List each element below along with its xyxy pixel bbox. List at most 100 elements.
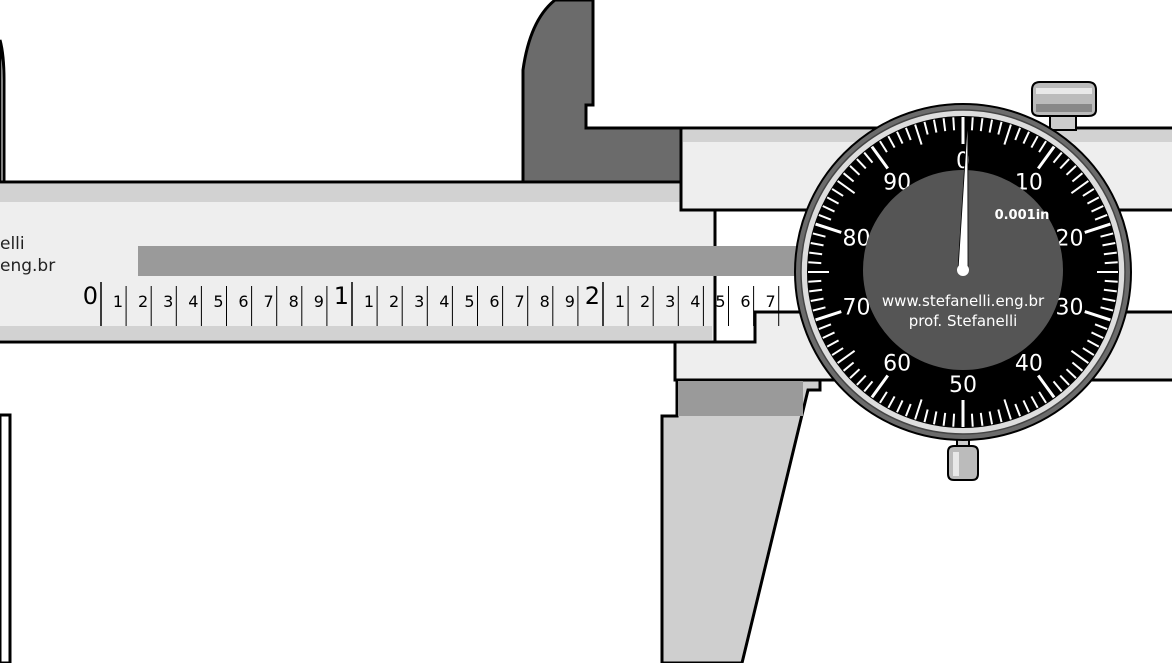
fixed-jaw-lower-edge (0, 413, 12, 663)
dial-tick (970, 117, 974, 131)
dial-tick (1102, 297, 1116, 303)
dial-tick (932, 119, 938, 133)
dial-tick (1022, 400, 1030, 413)
dial-tick (1082, 188, 1095, 197)
dial-tick (808, 279, 822, 283)
dial-tick (870, 374, 889, 399)
dial-tick (810, 241, 824, 247)
dial-tick (809, 251, 823, 256)
slider-lower-jaw-shade (678, 381, 803, 416)
dial-tick (812, 232, 826, 238)
dial-tick (1103, 288, 1117, 293)
dial-tick (1082, 347, 1095, 356)
dial-number: 30 (1056, 296, 1084, 321)
ruler-minor-label: 5 (464, 292, 474, 311)
dial-tick (842, 361, 855, 372)
dial-tick (1014, 403, 1021, 417)
dial-tick (1070, 180, 1089, 195)
beam-bottom-shade (0, 326, 712, 340)
dial-tick (837, 180, 856, 195)
dial-author-label: prof. Stefanelli (909, 312, 1018, 330)
dial-tick (923, 121, 929, 135)
dial-tick (1071, 361, 1084, 372)
dial-tick (1038, 391, 1047, 404)
dial-tick (988, 411, 994, 425)
ruler-minor-label: 5 (213, 292, 223, 311)
dial-tick (1086, 196, 1100, 205)
dial-tick (1091, 331, 1104, 339)
dial-tick (896, 131, 904, 144)
ruler-minor-label: 1 (113, 292, 123, 311)
dial-tick (952, 117, 956, 131)
dial-tick (887, 135, 896, 149)
dial-tick (942, 412, 947, 426)
ruler-major-label: 2 (585, 282, 600, 310)
dial-tick (815, 222, 842, 234)
dial-tick (1086, 339, 1100, 348)
dial-tick (988, 119, 994, 133)
beam-watermark-line1: elli (0, 234, 25, 254)
dial-tick (856, 374, 867, 386)
dial-tick (1030, 135, 1039, 149)
dial-tick (856, 158, 867, 170)
dial-tick (818, 214, 832, 221)
dial-tick (870, 145, 889, 170)
ruler-minor-label: 7 (515, 292, 525, 311)
dial-tick-marks (808, 117, 1118, 427)
depth-rod-groove (138, 246, 818, 276)
dial-tick (1037, 145, 1056, 170)
slider-upper-jaw (521, 0, 687, 184)
dial-tick (849, 368, 861, 379)
ruler-minor-label: 4 (439, 292, 449, 311)
dial-tick (1094, 323, 1108, 330)
ruler-minor-label: 2 (640, 292, 650, 311)
beam-watermark-line2: eng.br (0, 256, 55, 276)
dial-tick (1104, 279, 1118, 283)
dial-tick (1100, 232, 1114, 238)
dial-tick (1100, 306, 1114, 312)
ruler-minor-label: 4 (690, 292, 700, 311)
dial-tick (863, 151, 874, 164)
dial-tick (1102, 241, 1116, 247)
ruler-major-label: 0 (83, 282, 98, 310)
thumb-screw-icon[interactable] (1031, 81, 1097, 131)
dial-tick (914, 124, 923, 145)
dial-tick (896, 400, 904, 413)
dial-tick (1094, 214, 1108, 221)
dial-tick (997, 409, 1003, 423)
dial-tick (879, 391, 888, 404)
dial-tick (1104, 261, 1118, 265)
dial-resolution-label: 0.001in (995, 208, 1050, 223)
ruler-minor-label: 7 (264, 292, 274, 311)
ruler-minor-label: 3 (665, 292, 675, 311)
ruler-minor-label: 6 (740, 292, 750, 311)
dial-tick (1037, 374, 1056, 399)
dial-tick (887, 395, 896, 409)
dial-tick (970, 413, 974, 427)
dial-tick (979, 412, 984, 426)
dial-tick (826, 196, 840, 205)
ruler-minor-label: 3 (163, 292, 173, 311)
dial-tick (1014, 127, 1021, 141)
ruler-minor-label: 8 (540, 292, 550, 311)
dial-tick (1052, 151, 1063, 164)
dial-tick (863, 380, 874, 393)
ruler-minor-label: 9 (314, 292, 324, 311)
dial-tick (810, 297, 824, 303)
dial-tick (1070, 349, 1089, 364)
dial-tick (932, 411, 938, 425)
ruler-minor-label: 4 (188, 292, 198, 311)
dial-tick (831, 188, 844, 197)
dial-tick (923, 409, 929, 423)
ruler-minor-label: 9 (565, 292, 575, 311)
ruler-minor-label: 6 (489, 292, 499, 311)
dial-tick (822, 331, 835, 339)
dial-tick (1038, 140, 1047, 153)
dial-tick (837, 349, 856, 364)
ruler-minor-label: 5 (715, 292, 725, 311)
dial-tick (826, 339, 840, 348)
dial-tick (905, 127, 912, 141)
ruler-major-label: 1 (334, 282, 349, 310)
